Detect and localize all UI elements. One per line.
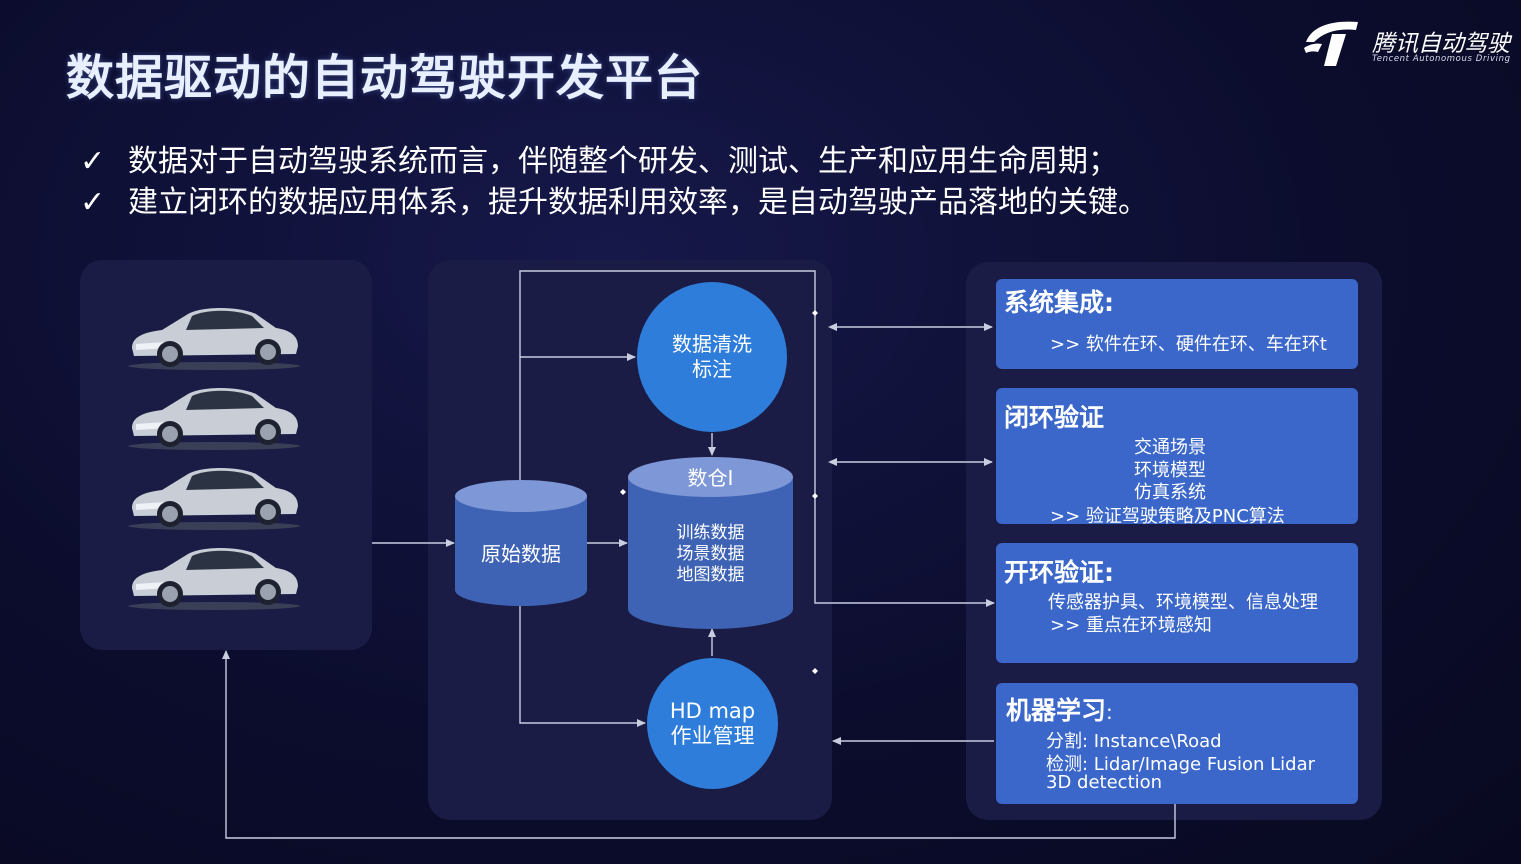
check-icon: ✓ [80,185,106,220]
ml-title-suffix: : [1106,700,1113,724]
logo-text-cn: 腾讯自动驾驶 [1372,31,1510,57]
box-line: >> 重点在环境感知 [1050,615,1212,636]
raw-data-cylinder [455,480,587,606]
closed-loop-box: 闭环验证 交通场景 环境模型 仿真系统 >> 验证驾驶策略及PNC算法 [996,388,1358,527]
box-title: 系统集成: [1004,288,1114,317]
car-icon [128,388,300,450]
system-integration-box: 系统集成: >> 软件在环、硬件在环、车在环t [996,279,1358,369]
box-line: 分割: Instance\Road [1046,731,1222,752]
data-cleaning-node: 数据清洗 标注 [637,282,787,432]
car-icon [128,468,300,530]
box-line: 传感器护具、环境模型、信息处理 [1048,592,1318,613]
bullet-item: ✓ 建立闭环的数据应用体系，提升数据利用效率，是自动驾驶产品落地的关键。 [80,177,1148,221]
data-warehouse-items: 训练数据 场景数据 地图数据 [628,523,793,586]
warehouse-item: 场景数据 [676,544,745,564]
box-title: 开环验证: [1004,558,1114,587]
cleaning-line2: 标注 [692,357,732,381]
hdmap-line2: 作业管理 [670,723,755,748]
data-warehouse-cylinder [628,457,793,629]
open-loop-box: 开环验证: 传感器护具、环境模型、信息处理 >> 重点在环境感知 [996,543,1358,663]
hd-map-node: HD map 作业管理 [647,658,778,789]
bullet-item: ✓ 数据对于自动驾驶系统而言，伴随整个研发、测试、生产和应用生命周期； [80,136,1118,180]
car-icon [128,548,300,610]
box-line: 仿真系统 [1134,482,1206,503]
warehouse-item: 训练数据 [676,523,745,543]
warehouse-item: 地图数据 [676,565,745,585]
ml-title: 机器学习 [1006,696,1107,725]
box-line: 环境模型 [1134,460,1206,481]
logo-text-en: Tencent Autonomous Driving [1372,54,1511,64]
data-warehouse-title: 数仓I [687,466,734,490]
box-line: >> 软件在环、硬件在环、车在环t [1050,334,1327,355]
box-line: 交通场景 [1134,437,1206,458]
tencent-logo: 腾讯自动驾驶 Tencent Autonomous Driving [1302,18,1517,70]
car-icon [128,308,300,370]
check-icon: ✓ [80,144,106,179]
logo-mark-icon [1304,21,1358,66]
bullet-text: 数据对于自动驾驶系统而言，伴随整个研发、测试、生产和应用生命周期； [128,144,1118,179]
box-line: 3D detection [1046,772,1163,793]
box-title: 机器学习: [1006,691,1113,727]
box-line: >> 验证驾驶策略及PNC算法 [1050,506,1285,527]
raw-data-label: 原始数据 [481,542,561,566]
box-line: 检测: Lidar/Image Fusion Lidar [1046,754,1316,775]
box-title: 闭环验证 [1004,403,1105,432]
page-title: 数据驱动的自动驾驶开发平台 [66,50,704,106]
bullet-text: 建立闭环的数据应用体系，提升数据利用效率，是自动驾驶产品落地的关键。 [128,185,1148,220]
hdmap-line1: HD map [669,698,756,723]
machine-learning-box: 机器学习: 分割: Instance\Road 检测: Lidar/Image … [996,683,1358,804]
cleaning-line1: 数据清洗 [672,332,752,356]
